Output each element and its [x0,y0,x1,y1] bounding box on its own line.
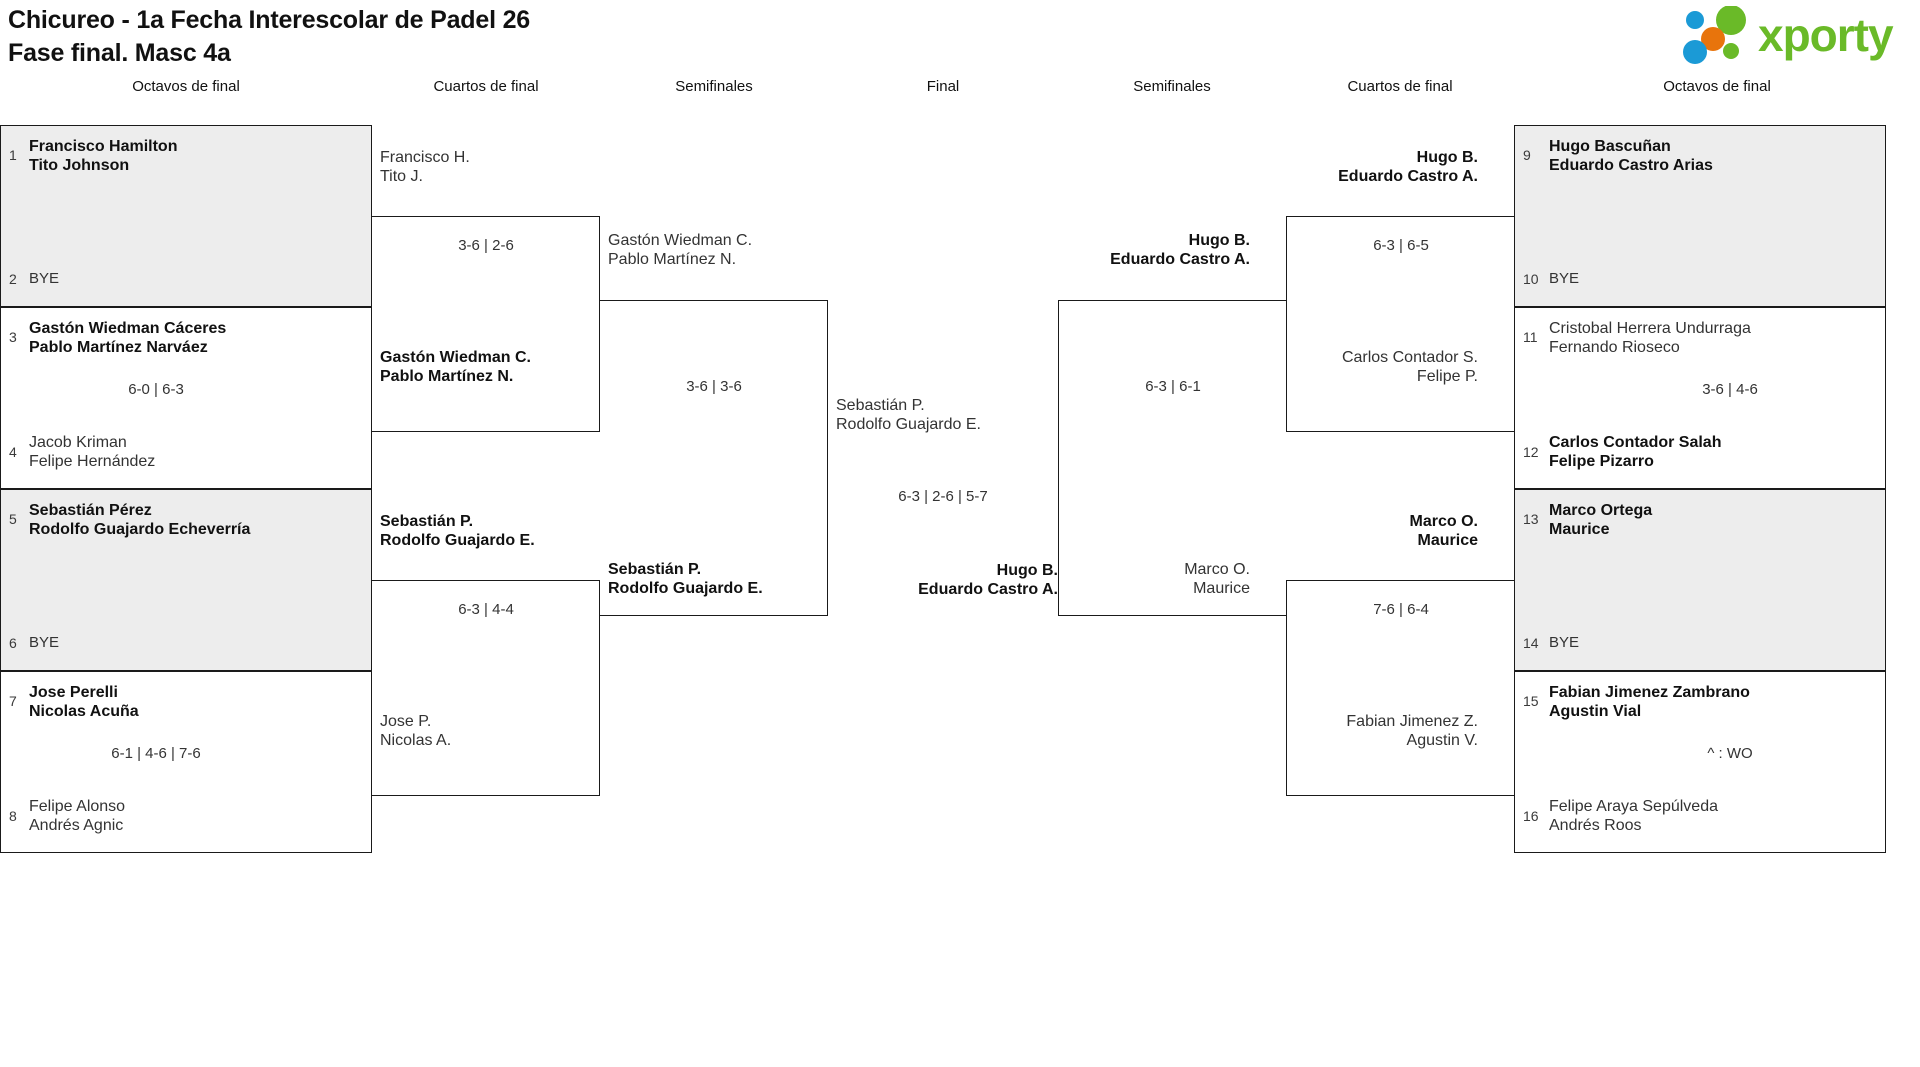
match-box-sf-right[interactable]: 6-3 | 6-1 [1058,300,1286,616]
seed-cell-3[interactable]: 5 Sebastián Pérez Rodolfo Guajardo Echev… [0,489,372,671]
seed-names: Cristobal Herrera Undurraga Fernando Rio… [1549,320,1751,356]
seed-names: Fabian Jimenez Zambrano Agustin Vial [1549,684,1750,720]
round-header-octavos-right: Octavos de final [1663,78,1771,95]
seed-names: Carlos Contador Salah Felipe Pizarro [1549,434,1722,470]
seed-number: 7 [9,693,17,709]
xporty-logo[interactable]: xporty [1682,4,1912,66]
round-header-cuartos-right: Cuartos de final [1347,78,1453,95]
seed-number: 2 [9,271,17,287]
advancer-qf-left-4: Jose P. Nicolas A. [380,713,452,750]
seed-names: BYE [1549,270,1580,287]
seed-cell-1[interactable]: 1 Francisco Hamilton Tito Johnson 2 BYE [0,125,372,307]
match-score: 3-6 | 2-6 [458,237,514,254]
seed-names: Hugo Bascuñan Eduardo Castro Arias [1549,138,1713,174]
seed-number: 5 [9,511,17,527]
seed-cell-8[interactable]: 15 Fabian Jimenez Zambrano Agustin Vial … [1514,671,1886,853]
match-box-sf-left[interactable]: 3-6 | 3-6 [600,300,828,616]
advancer-sf-right-1: Hugo B. Eduardo Castro A. [1110,232,1250,269]
seed-number: 1 [9,147,17,163]
seed-cell-4[interactable]: 7 Jose Perelli Nicolas Acuña 6-1 | 4-6 |… [0,671,372,853]
advancer-qf-left-2: Gastón Wiedman C. Pablo Martínez N. [380,349,531,386]
round-header-semis-right: Semifinales [1133,78,1211,95]
advancer-qf-left-1: Francisco H. Tito J. [380,149,470,186]
seed-cell-7[interactable]: 13 Marco Ortega Maurice 14 BYE [1514,489,1886,671]
seed-number: 11 [1523,329,1538,345]
advancer-qf-left-3: Sebastián P. Rodolfo Guajardo E. [380,513,535,550]
match-score: 6-3 | 4-4 [458,601,514,618]
seed-names: BYE [29,270,60,287]
logo-wordmark: xporty [1758,9,1894,61]
seed-number: 12 [1523,444,1539,460]
match-score: 6-3 | 6-5 [1373,237,1429,254]
match-score: 6-3 | 6-1 [1145,378,1201,395]
seed-cell-5[interactable]: 9 Hugo Bascuñan Eduardo Castro Arias 10 … [1514,125,1886,307]
seed-names: Sebastián Pérez Rodolfo Guajardo Echever… [29,502,251,538]
match-score: ^ : WO [1707,745,1753,762]
final-score: 6-3 | 2-6 | 5-7 [898,488,988,505]
advancer-final-bottom: Hugo B. Eduardo Castro A. [918,562,1058,599]
round-header-final: Final [926,78,960,95]
seed-names: Felipe Alonso Andrés Agnic [29,798,126,834]
round-header-octavos-left: Octavos de final [132,78,240,95]
advancer-sf-left-1: Gastón Wiedman C. Pablo Martínez N. [608,232,753,269]
advancer-qf-right-2: Carlos Contador S. Felipe P. [1341,349,1478,386]
advancer-qf-right-1: Hugo B. Eduardo Castro A. [1338,149,1478,186]
seed-number: 8 [9,808,17,824]
match-box-qf-right-1[interactable]: 6-3 | 6-5 [1286,216,1514,432]
seed-number: 9 [1523,147,1531,163]
seed-names: BYE [29,634,60,651]
round-header-cuartos-left: Cuartos de final [433,78,539,95]
seed-number: 14 [1523,635,1539,651]
advancer-qf-right-3: Marco O. Maurice [1409,513,1478,550]
match-score: 6-0 | 6-3 [128,381,184,398]
seed-names: Jacob Kriman Felipe Hernández [29,434,156,470]
tournament-phase: Fase final. Masc 4a [8,38,231,67]
match-box-qf-left-2[interactable]: 6-3 | 4-4 [372,580,600,796]
match-box-qf-right-2[interactable]: 7-6 | 6-4 [1286,580,1514,796]
advancer-final-top: Sebastián P. Rodolfo Guajardo E. [836,397,981,434]
match-score: 7-6 | 6-4 [1373,601,1429,618]
match-score: 3-6 | 4-6 [1702,381,1758,398]
seed-names: BYE [1549,634,1580,651]
match-score: 6-1 | 4-6 | 7-6 [111,745,201,762]
page-header: Chicureo - 1a Fecha Interescolar de Pade… [0,0,1920,75]
logo-dots-icon [1683,6,1746,64]
advancer-qf-right-4: Fabian Jimenez Z. Agustin V. [1346,713,1478,750]
advancer-sf-left-2: Sebastián P. Rodolfo Guajardo E. [608,561,763,598]
seed-cell-2[interactable]: 3 Gastón Wiedman Cáceres Pablo Martínez … [0,307,372,489]
seed-number: 6 [9,635,17,651]
seed-cell-6[interactable]: 11 Cristobal Herrera Undurraga Fernando … [1514,307,1886,489]
tournament-name: Chicureo - 1a Fecha Interescolar de Pade… [8,6,530,34]
seed-names: Gastón Wiedman Cáceres Pablo Martínez Na… [29,320,227,356]
advancer-sf-right-2: Marco O. Maurice [1184,561,1250,598]
seed-number: 13 [1523,511,1539,527]
page-title: Chicureo - 1a Fecha Interescolar de Pade… [8,4,530,69]
seed-names: Marco Ortega Maurice [1549,502,1653,538]
match-score: 3-6 | 3-6 [686,378,742,395]
seed-number: 4 [9,444,17,460]
seed-names: Jose Perelli Nicolas Acuña [29,684,139,720]
seed-number: 3 [9,329,17,345]
seed-names: Francisco Hamilton Tito Johnson [29,138,178,174]
seed-number: 16 [1523,808,1539,824]
match-box-qf-left-1[interactable]: 3-6 | 2-6 [372,216,600,432]
seed-number: 15 [1523,693,1539,709]
seed-number: 10 [1523,271,1539,287]
seed-names: Felipe Araya Sepúlveda Andrés Roos [1549,798,1718,834]
round-header-semis-left: Semifinales [675,78,753,95]
